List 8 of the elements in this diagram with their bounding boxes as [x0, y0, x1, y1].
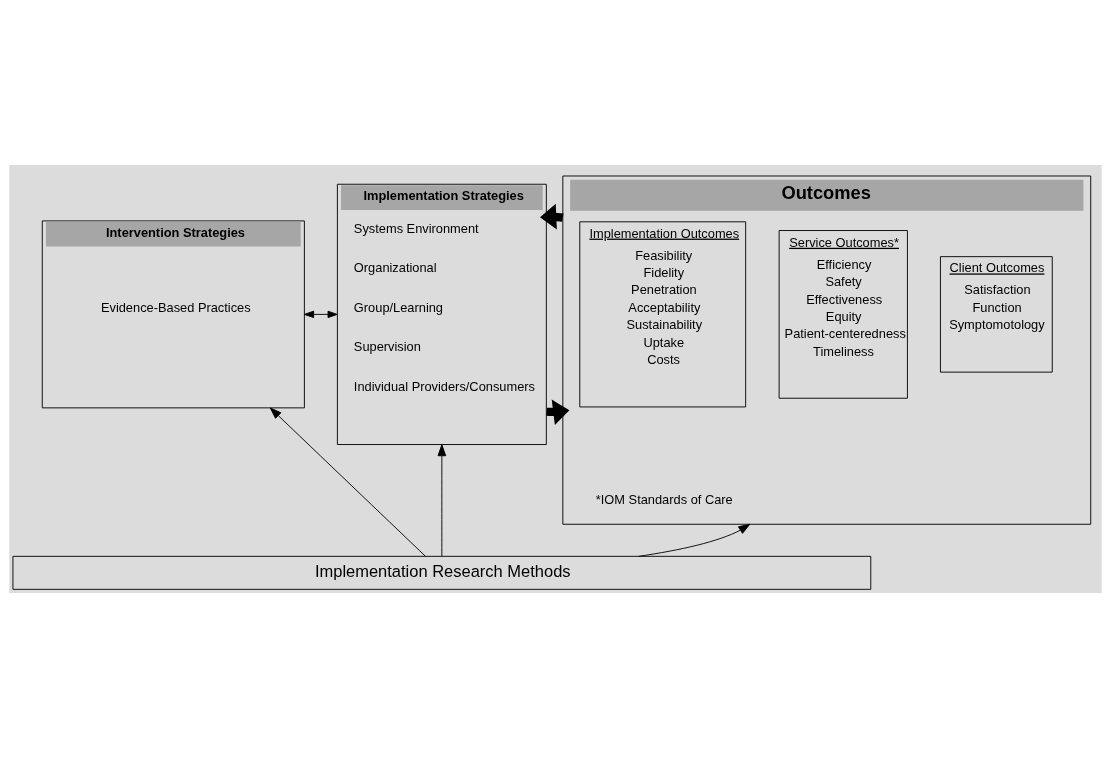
node-box: Implementation Outcomes Feasibility Fidelity Penetration Acceptability Sustainability Uptake Costs	[579, 221, 747, 408]
node-box: Implementation Research Methods	[12, 555, 872, 590]
arrow	[437, 444, 447, 557]
arrow	[304, 310, 338, 319]
arrow	[269, 407, 426, 557]
node-box: Service Outcomes* Efficiency Safety Effectiveness Equity Patient-centeredness Timeliness	[778, 230, 908, 399]
arrow	[638, 523, 751, 557]
node-box: Client Outcomes Satisfaction Function Symptomotology	[939, 256, 1053, 373]
